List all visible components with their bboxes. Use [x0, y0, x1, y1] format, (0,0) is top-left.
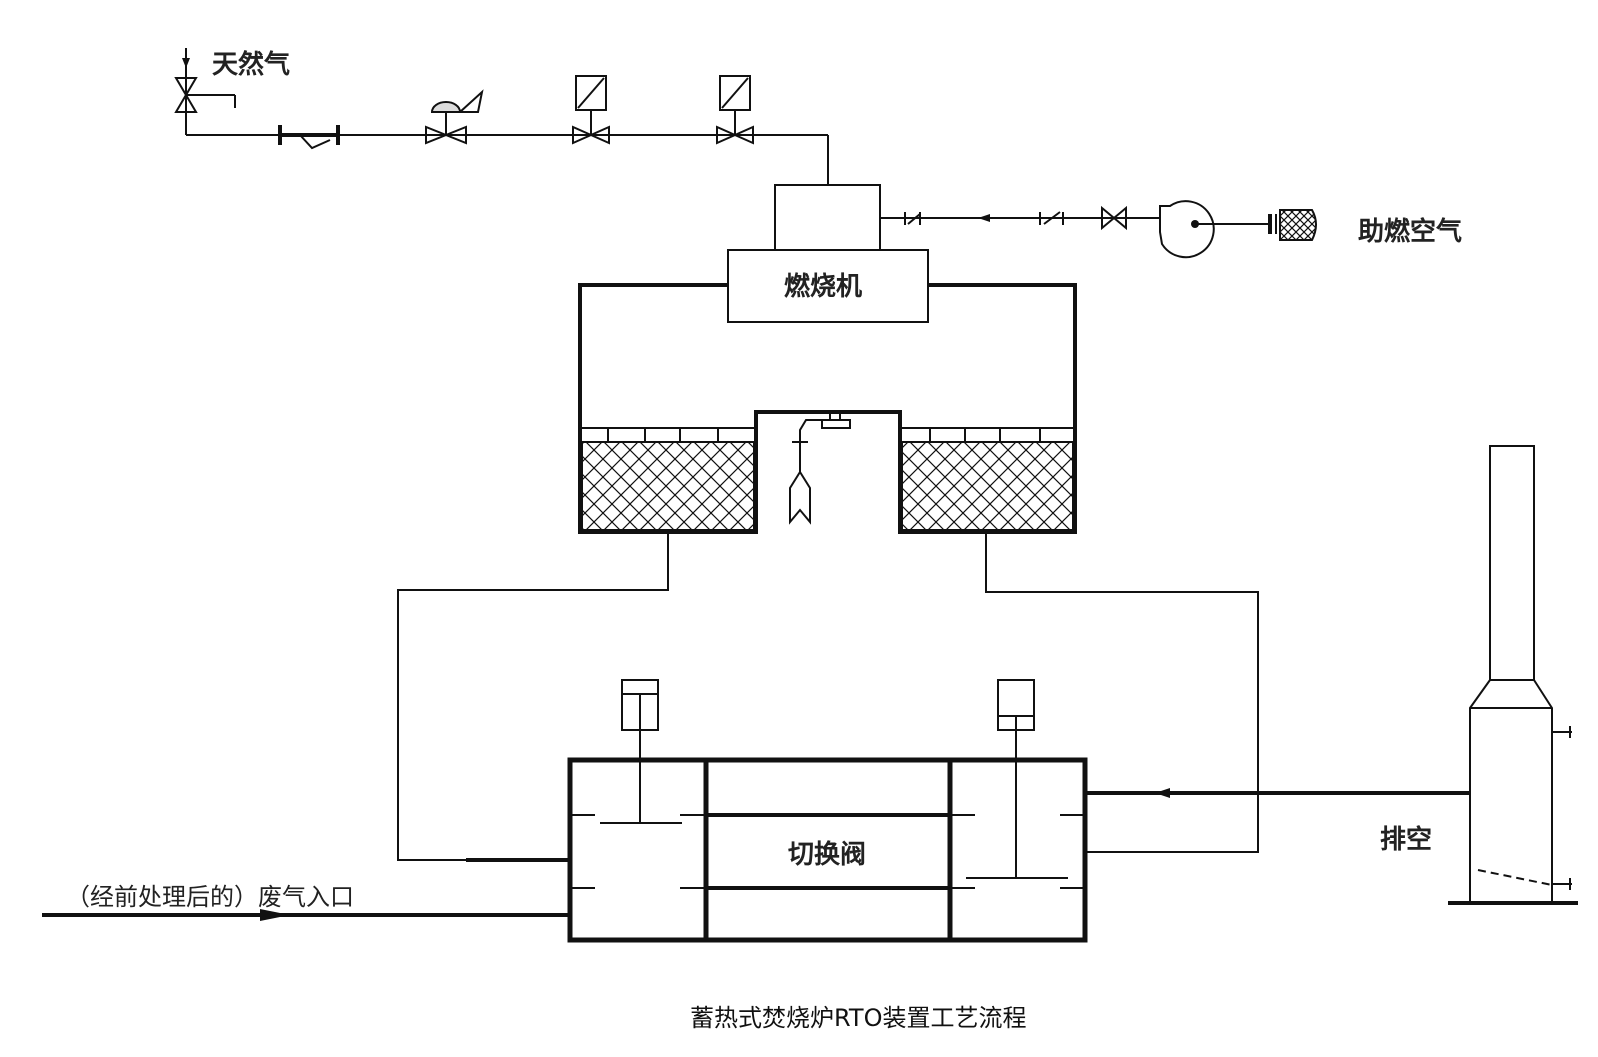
label-natural-gas: 天然气 — [212, 49, 290, 80]
natural-gas-line — [174, 48, 829, 185]
combustion-chamber — [578, 283, 1077, 534]
pressure-regulator-icon — [425, 89, 484, 145]
left-actuator-icon — [600, 679, 682, 824]
blower-fan-icon — [1159, 200, 1270, 259]
right-actuator-icon — [966, 679, 1068, 879]
gas-strainer-icon — [278, 125, 340, 150]
label-exhaust: 排空 — [1380, 824, 1432, 855]
label-combustion-air: 助燃空气 — [1358, 216, 1462, 247]
label-inlet: （经前处理后的）废气入口 — [66, 883, 354, 911]
duct-lines — [42, 532, 1470, 921]
gas-inlet-valve-icon — [174, 77, 236, 113]
ceramic-bed-left — [581, 441, 755, 531]
diagram-caption: 蓄热式焚烧炉RTO装置工艺流程 — [690, 1004, 1026, 1032]
label-switch-valve: 切换阀 — [788, 840, 866, 870]
exhaust-stack — [1448, 445, 1578, 905]
thermocouple-icon — [789, 412, 851, 525]
ceramic-bed-right — [901, 441, 1074, 531]
air-damper-icon — [1101, 205, 1127, 231]
label-burner: 燃烧机 — [784, 272, 862, 302]
air-filter-icon — [1268, 209, 1317, 241]
solenoid-valve-2-icon — [716, 75, 754, 145]
switch-valve-box — [567, 679, 1088, 943]
combustion-air-line — [880, 200, 1317, 259]
solenoid-valve-1-icon — [572, 75, 610, 145]
